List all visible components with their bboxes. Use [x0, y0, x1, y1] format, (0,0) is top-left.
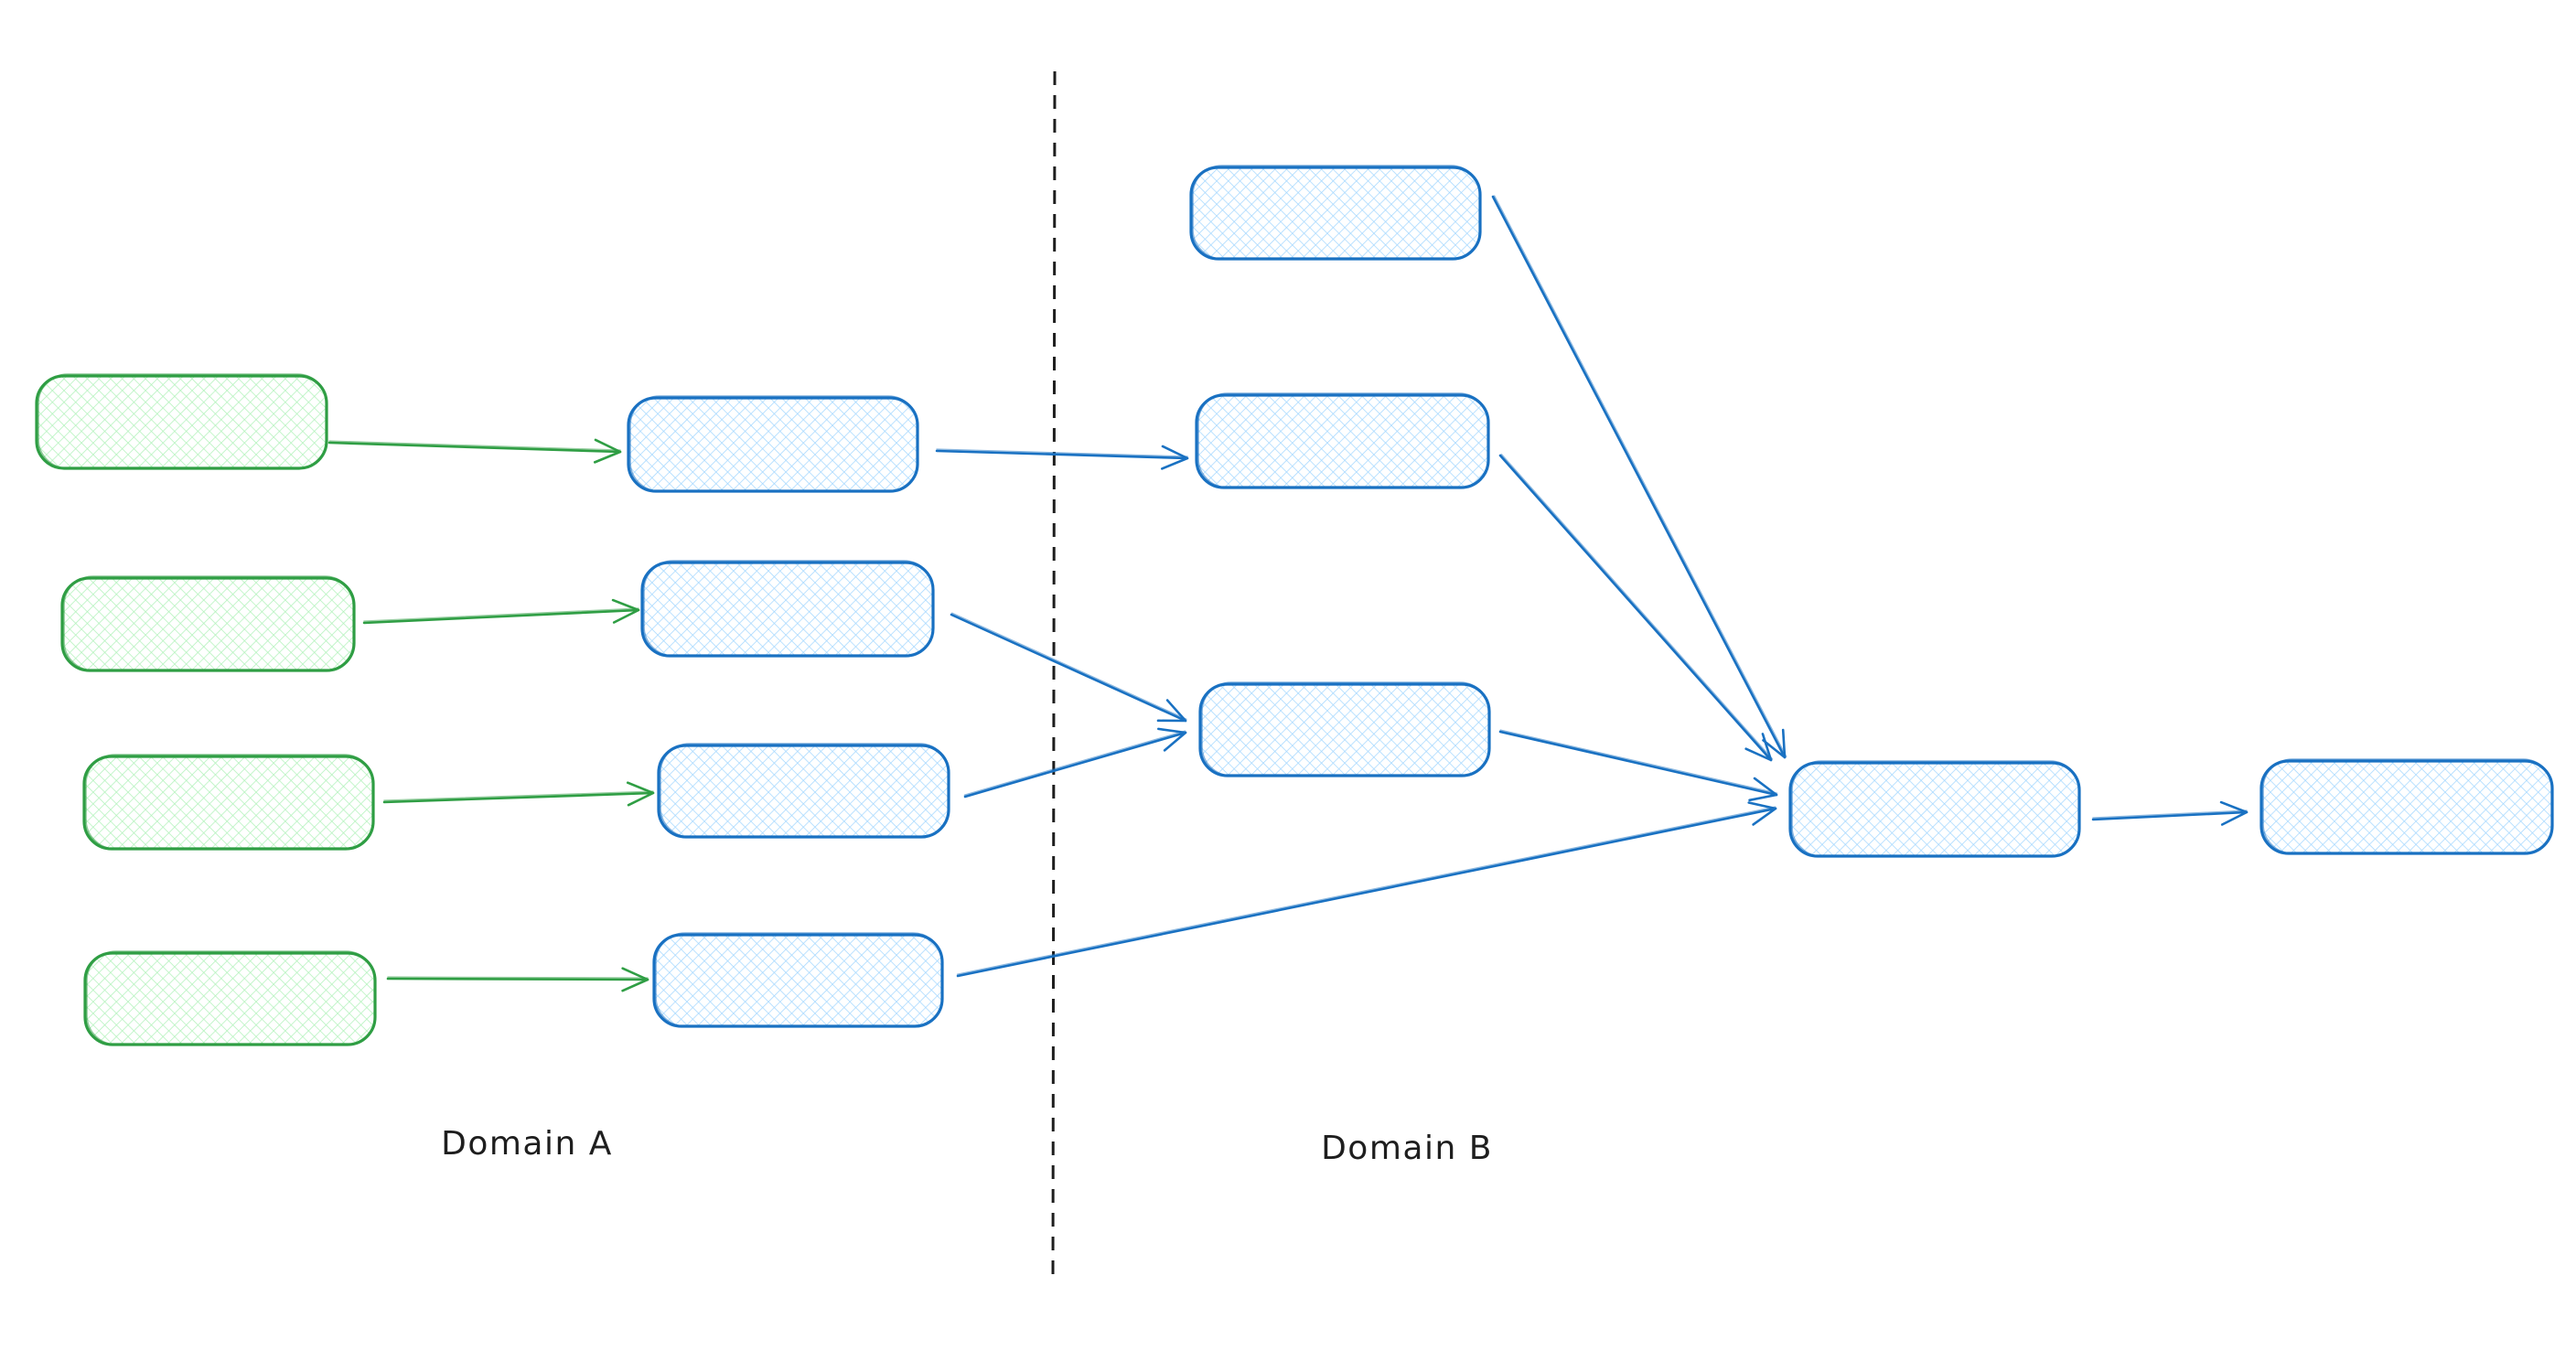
arrow-source1-to-a1: [327, 438, 622, 464]
arrow-aggregator-to-output: [2091, 800, 2249, 826]
arrow-source4-to-a4: [386, 967, 649, 992]
output-node[interactable]: [2259, 758, 2554, 855]
arrow-b2-to-aggregator: [1498, 454, 1774, 762]
domain-a-node-4[interactable]: [652, 932, 944, 1028]
aggregator-node[interactable]: [1788, 760, 2081, 858]
arrow-b3-to-aggregator: [1498, 729, 1778, 802]
domain-a-node-1[interactable]: [627, 395, 919, 493]
domain-a-node-3[interactable]: [657, 743, 950, 839]
green-source-3[interactable]: [82, 754, 375, 851]
domain-b-node-1[interactable]: [1189, 165, 1482, 261]
arrow-a2-to-b3: [950, 612, 1187, 723]
domain-b-node-3[interactable]: [1198, 681, 1491, 777]
domain-a-label: Domain A: [441, 1125, 613, 1163]
green-source-1[interactable]: [35, 373, 328, 470]
arrow-b1-to-aggregator: [1491, 195, 1787, 759]
domain-b-node-2[interactable]: [1195, 392, 1490, 489]
domain-b-label: Domain B: [1321, 1130, 1493, 1167]
arrow-source3-to-a3: [382, 781, 655, 807]
domain-a-node-2[interactable]: [640, 560, 935, 658]
arrow-a4-to-aggregator: [956, 801, 1777, 978]
domain-divider-dashed-line: [1051, 70, 1057, 1280]
arrow-source2-to-a2: [362, 598, 640, 625]
green-source-4[interactable]: [83, 950, 377, 1046]
arrow-a3-to-b3: [963, 727, 1187, 799]
green-source-2[interactable]: [60, 575, 356, 672]
arrow-a1-to-b2: [935, 445, 1189, 470]
